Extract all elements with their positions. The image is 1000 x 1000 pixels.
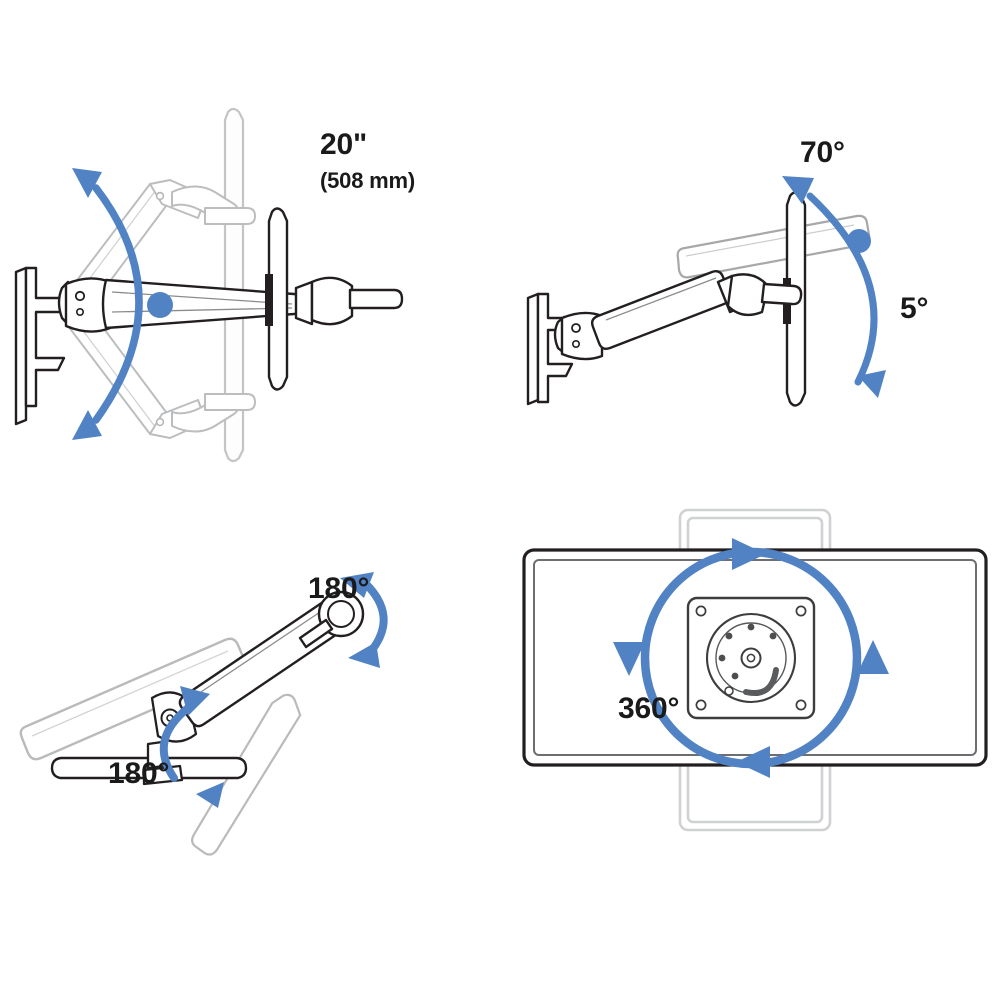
label-rotation-degrees: 360° bbox=[618, 692, 680, 725]
label-vertical-lift-millimeters: (508 mm) bbox=[320, 168, 415, 193]
label-tilt-max-degrees: 70° bbox=[800, 136, 845, 169]
label-pan-upper-degrees: 180° bbox=[308, 572, 370, 605]
tilt-pivot-dot-icon bbox=[847, 229, 871, 253]
pan-lower-arc bbox=[159, 686, 224, 808]
panel-rotation bbox=[500, 500, 1000, 1000]
tilt-motion-arc bbox=[782, 176, 886, 398]
lift-arm-wrist bbox=[294, 276, 404, 326]
lift-motion-arc bbox=[72, 168, 143, 440]
label-tilt-min-degrees: 5° bbox=[900, 292, 929, 325]
pan-upper-arm bbox=[178, 590, 365, 728]
lift-monitor-extended bbox=[265, 207, 289, 391]
tilt-arm bbox=[553, 269, 803, 361]
panel-vertical-lift bbox=[0, 0, 500, 500]
lift-ghost-monitor-rear bbox=[223, 107, 245, 463]
vesa-plate-icon bbox=[686, 596, 816, 720]
lift-ghost-arm-lowered bbox=[61, 301, 256, 439]
label-vertical-lift-inches: 20" bbox=[320, 128, 367, 161]
panel-tilt bbox=[500, 0, 1000, 500]
pan-upper-arc bbox=[340, 572, 388, 668]
panel-pan bbox=[0, 500, 500, 1000]
pivot-dot-icon bbox=[147, 292, 173, 318]
pan-ghost-monitor bbox=[191, 693, 302, 856]
label-pan-lower-degrees: 180° bbox=[108, 757, 170, 790]
rotation-motion-circle bbox=[613, 538, 889, 778]
